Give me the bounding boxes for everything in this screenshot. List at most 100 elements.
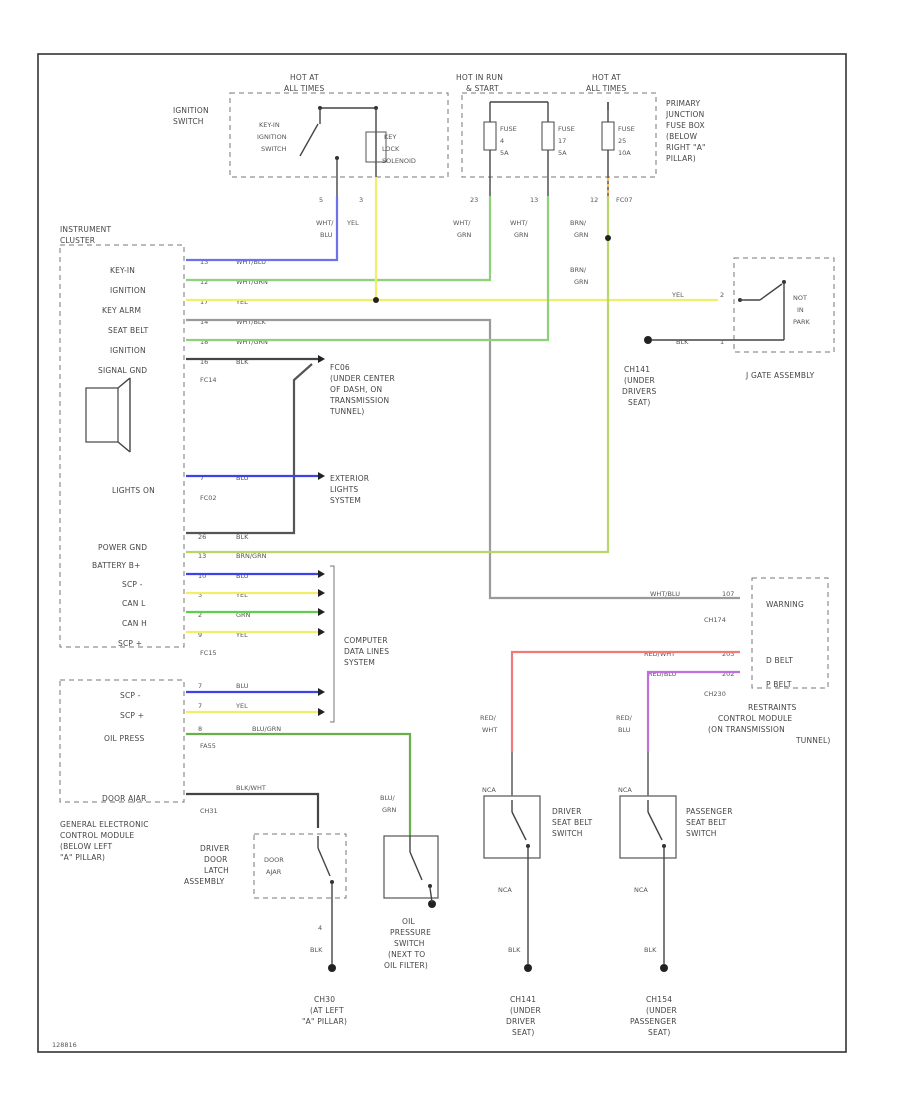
svg-text:CH31: CH31 — [200, 807, 218, 815]
svg-text:GRN: GRN — [236, 611, 251, 619]
svg-text:INSTRUMENT: INSTRUMENT — [60, 225, 111, 234]
svg-text:4: 4 — [318, 924, 322, 932]
svg-text:203: 203 — [722, 650, 734, 658]
svg-text:SEAT BELT: SEAT BELT — [108, 326, 149, 335]
svg-text:HOT AT: HOT AT — [290, 73, 319, 82]
svg-text:LIGHTS: LIGHTS — [330, 485, 358, 494]
general-electronic-module: SCP - SCP + OIL PRESS 7 7 8 BLU YEL BLU/… — [59, 679, 281, 862]
svg-text:NCA: NCA — [498, 886, 512, 894]
svg-text:(BELOW: (BELOW — [666, 132, 698, 141]
diagram-id: 128816 — [52, 1041, 77, 1049]
gem-wires — [186, 688, 412, 836]
svg-text:KEY ALRM: KEY ALRM — [102, 306, 141, 315]
svg-text:JUNCTION: JUNCTION — [665, 110, 704, 119]
svg-text:BLK: BLK — [236, 533, 249, 541]
svg-text:DOOR: DOOR — [264, 856, 284, 864]
svg-text:SCP +: SCP + — [118, 639, 142, 648]
svg-text:RED/: RED/ — [480, 714, 497, 722]
svg-text:YEL: YEL — [235, 702, 248, 710]
svg-text:CLUSTER: CLUSTER — [60, 236, 95, 245]
svg-text:BLK: BLK — [508, 946, 521, 954]
svg-text:DRIVERS: DRIVERS — [622, 387, 656, 396]
svg-text:IGNITION: IGNITION — [110, 286, 146, 295]
svg-text:(NEXT TO: (NEXT TO — [388, 950, 425, 959]
svg-text:HOT IN RUN: HOT IN RUN — [456, 73, 503, 82]
svg-text:CH30: CH30 — [314, 995, 335, 1004]
svg-text:7: 7 — [198, 682, 202, 690]
svg-text:12: 12 — [200, 278, 208, 286]
svg-text:RED/BLU: RED/BLU — [648, 670, 677, 678]
svg-text:BATTERY B+: BATTERY B+ — [92, 561, 141, 570]
svg-text:OF DASH, ON: OF DASH, ON — [330, 385, 382, 394]
svg-text:10A: 10A — [618, 149, 631, 157]
svg-text:25: 25 — [618, 137, 626, 145]
svg-text:BLU: BLU — [236, 572, 249, 580]
svg-text:IN: IN — [797, 306, 804, 314]
primary-junction-fuse-box: PRIMARY JUNCTION FUSE BOX (BELOW RIGHT "… — [456, 73, 705, 204]
svg-text:"A" PILLAR): "A" PILLAR) — [60, 853, 105, 862]
svg-text:IGNITION: IGNITION — [257, 133, 287, 141]
svg-text:18: 18 — [200, 338, 208, 346]
svg-text:TRANSMISSION: TRANSMISSION — [329, 396, 389, 405]
svg-text:EXTERIOR: EXTERIOR — [330, 474, 369, 483]
svg-text:CH230: CH230 — [704, 690, 726, 698]
svg-text:PILLAR): PILLAR) — [666, 154, 696, 163]
svg-text:& START: & START — [466, 84, 499, 93]
svg-text:YEL: YEL — [346, 219, 359, 227]
svg-text:RESTRAINTS: RESTRAINTS — [748, 703, 797, 712]
diagram-frame — [37, 53, 847, 1053]
svg-text:SCP -: SCP - — [120, 691, 141, 700]
svg-text:CONTROL MODULE: CONTROL MODULE — [718, 714, 792, 723]
svg-text:RED/: RED/ — [616, 714, 633, 722]
svg-text:LATCH: LATCH — [204, 866, 229, 875]
svg-text:8: 8 — [198, 725, 202, 733]
svg-text:DOOR: DOOR — [204, 855, 228, 864]
svg-text:POWER GND: POWER GND — [98, 543, 147, 552]
svg-text:COMPUTER: COMPUTER — [344, 636, 388, 645]
top-wire-labels: WHT/ BLU YEL WHT/ GRN WHT/ GRN BRN/ GRN … — [316, 219, 589, 286]
svg-text:BLU/GRN: BLU/GRN — [252, 725, 281, 733]
svg-text:PASSENGER: PASSENGER — [630, 1017, 677, 1026]
svg-text:SWITCH: SWITCH — [552, 829, 583, 838]
svg-text:3: 3 — [359, 196, 363, 204]
svg-text:BLK: BLK — [236, 358, 249, 366]
svg-text:HOT AT: HOT AT — [592, 73, 621, 82]
seat-belt-wires: RED/ WHT RED/ BLU — [480, 650, 740, 752]
svg-text:WHT/GRN: WHT/GRN — [236, 278, 268, 286]
svg-text:14: 14 — [200, 318, 208, 326]
svg-text:BLU: BLU — [236, 474, 249, 482]
svg-text:SWITCH: SWITCH — [686, 829, 717, 838]
svg-text:12: 12 — [590, 196, 598, 204]
svg-text:AJAR: AJAR — [266, 868, 282, 876]
svg-text:"A" PILLAR): "A" PILLAR) — [302, 1017, 347, 1026]
svg-text:CH141: CH141 — [510, 995, 536, 1004]
svg-text:SWITCH: SWITCH — [173, 117, 204, 126]
svg-text:BLK: BLK — [676, 338, 689, 346]
cluster-wires — [186, 177, 740, 600]
svg-text:1: 1 — [720, 338, 724, 346]
svg-text:BLK: BLK — [310, 946, 323, 954]
svg-text:ALL TIMES: ALL TIMES — [284, 84, 324, 93]
svg-text:(BELOW LEFT: (BELOW LEFT — [60, 842, 113, 851]
svg-text:GENERAL ELECTRONIC: GENERAL ELECTRONIC — [60, 820, 149, 829]
svg-text:P BELT: P BELT — [766, 680, 792, 689]
svg-text:202: 202 — [722, 670, 734, 678]
svg-text:FC15: FC15 — [200, 649, 217, 657]
svg-text:13: 13 — [198, 552, 206, 560]
svg-text:WHT/GRN: WHT/GRN — [236, 338, 268, 346]
svg-text:26: 26 — [198, 533, 206, 541]
svg-text:KEY: KEY — [384, 133, 396, 141]
svg-text:DOOR AJAR: DOOR AJAR — [102, 794, 147, 803]
svg-text:KEY-IN: KEY-IN — [110, 266, 135, 275]
svg-text:17: 17 — [558, 137, 566, 145]
svg-text:FC14: FC14 — [200, 376, 217, 384]
svg-text:SYSTEM: SYSTEM — [330, 496, 361, 505]
svg-text:SEAT): SEAT) — [628, 398, 651, 407]
svg-text:KEY-IN: KEY-IN — [259, 121, 280, 129]
svg-text:LIGHTS ON: LIGHTS ON — [112, 486, 155, 495]
svg-text:(UNDER: (UNDER — [510, 1006, 541, 1015]
svg-text:FC02: FC02 — [200, 494, 217, 502]
svg-text:OIL PRESS: OIL PRESS — [104, 734, 145, 743]
svg-text:BLU: BLU — [618, 726, 631, 734]
svg-text:IGNITION: IGNITION — [173, 106, 209, 115]
